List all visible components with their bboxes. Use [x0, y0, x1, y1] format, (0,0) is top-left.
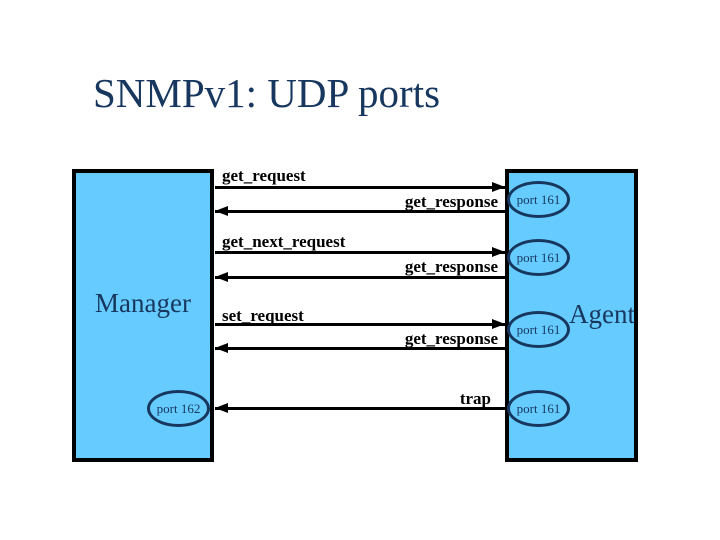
message-label-get-response-3: get_response: [404, 329, 498, 348]
agent-port-badge-2: port 161: [507, 239, 570, 276]
manager-port-badge: port 162: [147, 390, 210, 427]
arrow-get-next-request: [215, 247, 505, 257]
arrowhead-left-icon: [215, 272, 228, 282]
slide-title: SNMPv1: UDP ports: [93, 70, 441, 116]
arrow-get-response-2: [215, 272, 505, 282]
agent-port-badge-1: port 161: [507, 181, 570, 218]
arrowhead-right-icon: [492, 319, 505, 329]
agent-port-badge-4: port 161: [507, 390, 570, 427]
message-label-get-response-1: get_response: [404, 192, 498, 211]
arrowhead-left-icon: [215, 343, 228, 353]
arrow-get-response-1: [215, 206, 505, 216]
message-label-get-request: get_request: [222, 166, 306, 185]
agent-label: Agent: [569, 299, 635, 329]
message-label-get-response-2: get_response: [404, 257, 498, 276]
arrow-trap: [215, 403, 505, 413]
message-label-trap: trap: [459, 389, 491, 408]
arrowhead-left-icon: [215, 403, 228, 413]
manager-label: Manager: [95, 288, 191, 318]
agent-port-badge-3: port 161: [507, 311, 570, 348]
manager-box: [72, 169, 214, 462]
arrow-get-response-3: [215, 343, 505, 353]
arrowhead-left-icon: [215, 206, 228, 216]
arrowhead-right-icon: [492, 182, 505, 192]
arrow-set-request: [215, 319, 505, 329]
message-label-set-request: set_request: [222, 306, 304, 325]
arrowhead-right-icon: [492, 247, 505, 257]
arrow-get-request: [215, 182, 505, 192]
message-label-get-next-request: get_next_request: [222, 232, 346, 251]
